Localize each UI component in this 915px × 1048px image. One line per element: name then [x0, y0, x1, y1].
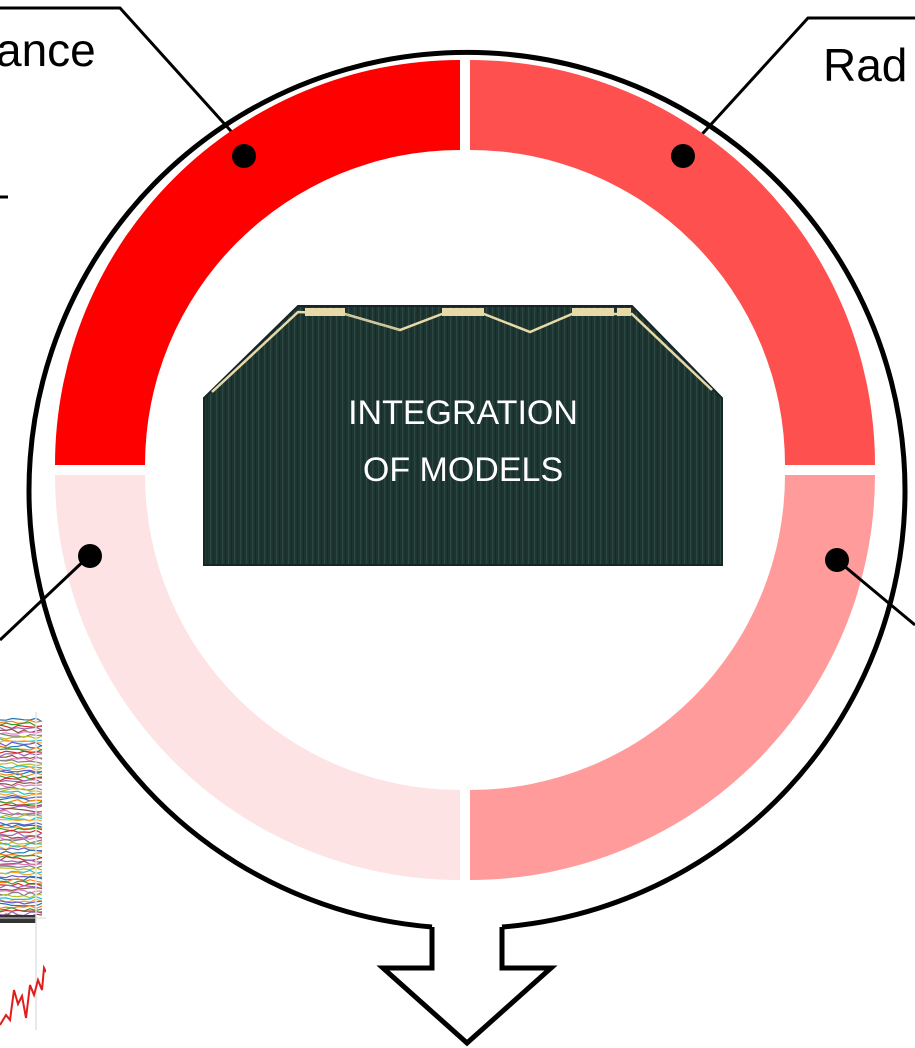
thumbnail-line	[0, 779, 43, 784]
segment-top-right	[470, 60, 875, 465]
thumbnail-line	[0, 849, 43, 855]
thumbnail-line	[0, 759, 43, 764]
thumbnail-line	[0, 859, 43, 863]
thumbnail-line	[0, 888, 43, 895]
connector-dot-top-left	[232, 144, 256, 168]
thumbnail-line	[0, 807, 43, 813]
thumbnail-line	[0, 893, 42, 899]
thumbnail-line	[0, 735, 43, 740]
thumbnail-line	[0, 750, 43, 754]
thumbnail-line	[0, 825, 43, 830]
outer-ring	[26, 49, 908, 930]
thumbnail-line	[0, 854, 43, 859]
thumbnail-line	[0, 777, 43, 782]
thumbnail-line	[0, 905, 43, 910]
thumbnail-line	[0, 855, 43, 862]
thumbnail-line	[0, 895, 43, 901]
down-arrow-icon	[376, 927, 558, 1047]
thumbnail-line	[0, 794, 42, 799]
label-top-right-text: Rad	[823, 39, 907, 91]
thumbnail-line	[0, 792, 42, 798]
thumbnail-line	[0, 816, 43, 822]
thumbnail-line	[0, 769, 43, 773]
thumbnail-line	[0, 874, 43, 879]
thumbnail-line	[0, 765, 43, 769]
thumbnail-line	[0, 731, 43, 735]
thumbnail-line	[0, 860, 43, 866]
thumbnail-line	[0, 884, 43, 890]
thumbnail-line	[0, 827, 43, 832]
thumbnail-line	[0, 717, 43, 723]
label-top-left-text: ance	[0, 24, 96, 76]
connector-bottom-left	[0, 553, 92, 642]
thumbnail-line	[0, 900, 43, 905]
thumbnail-line	[0, 818, 43, 822]
label-box-top-right: Rad	[682, 16, 915, 156]
thumbnail-line	[0, 741, 43, 747]
connector-dot-top-right	[671, 144, 695, 168]
thumbnail-line	[0, 823, 43, 828]
thumbnail-line	[0, 835, 43, 839]
label-box-top-left: ance	[0, 6, 250, 152]
thumbnail-line	[0, 814, 43, 819]
segment-top-left	[55, 60, 460, 465]
connector-bottom-right	[836, 558, 915, 627]
thumbnail-line	[0, 909, 43, 914]
center-panel-image: INTEGRATION OF MODELS	[203, 305, 723, 566]
thumbnail-line	[0, 863, 43, 866]
thumbnail-line	[0, 783, 43, 789]
connector-dot-bottom-left	[78, 544, 102, 568]
thumbnail-line	[0, 788, 43, 793]
thumbnail-line	[0, 887, 43, 892]
thumbnail-line	[0, 761, 43, 767]
thumbnail-line	[0, 752, 43, 757]
segment-bottom-left	[55, 475, 460, 880]
line-plot-thumbnail	[0, 710, 46, 1030]
thumbnail-line	[0, 867, 43, 871]
center-title-line1: INTEGRATION	[348, 394, 578, 432]
thumbnail-band	[0, 915, 36, 923]
center-title-line2: OF MODELS	[363, 451, 563, 489]
thumbnail-line	[0, 721, 43, 727]
thumbnail-line	[0, 812, 43, 817]
thumbnail-line	[0, 772, 43, 778]
thumbnail-line	[0, 781, 43, 787]
thumbnail-line	[0, 754, 43, 760]
thumbnail-line	[0, 902, 43, 907]
thumbnail-line	[0, 838, 43, 844]
thumbnail-line	[0, 803, 43, 807]
segment-bottom-right	[470, 475, 875, 880]
thumbnail-line	[0, 719, 43, 724]
thumbnail-line	[0, 829, 43, 834]
connector-dot-bottom-right	[825, 548, 849, 572]
thumbnail-line	[0, 728, 43, 734]
thumbnail-line	[0, 871, 43, 876]
thumbnail-line	[0, 757, 42, 762]
